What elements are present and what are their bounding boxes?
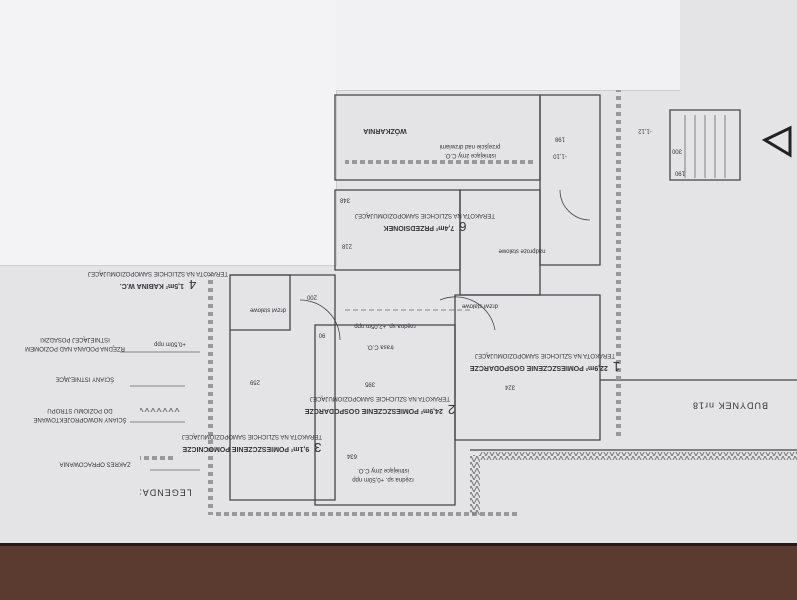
- stairs: [669, 109, 741, 181]
- room-name: 9,1m² POMIESZCZENIE POMOCNICZE: [182, 444, 310, 452]
- door-swing: [439, 296, 496, 331]
- north-arrow-icon: [761, 125, 792, 158]
- door-note: drzwi stalowe: [461, 302, 499, 309]
- overlapping-sheet: [0, 0, 337, 266]
- level-mark: -1,12: [638, 127, 652, 134]
- door-note: drzwi stalowe: [249, 306, 287, 313]
- room-label-6: 6 7,4m² PRZEDSIONEK TERAKOTA NA SZLICHCIE…: [355, 211, 495, 235]
- dimension: 348: [339, 196, 351, 203]
- pipe-note: trasa C.O.: [366, 343, 394, 350]
- legend-item: ZAKRES OPRACOWANIA: [59, 460, 131, 467]
- room-number: 3: [314, 440, 322, 456]
- wc-room: [230, 274, 291, 331]
- room-name: 7,4m² PRZEDSIONEK: [383, 223, 455, 231]
- room-3: [229, 274, 336, 501]
- building-label: BUDYNEK nr18: [691, 400, 769, 411]
- legend-item: ŚCIANY NOWOPROJEKTOWANE: [33, 416, 127, 423]
- dimension: 395: [364, 380, 376, 387]
- legend-level-sample: +0,50m npp: [154, 340, 186, 347]
- note: przejście nad drzwiami: [439, 143, 501, 149]
- legend-title: LEGENDA:: [138, 487, 192, 498]
- room-name: 22,9m² POMIESZCZENIE GOSPODARCZE: [469, 363, 608, 371]
- room-1: [454, 294, 601, 441]
- note-group: rzędna sp. +0,50m npp istniejące żmy C.O…: [352, 466, 414, 482]
- door-swing: [559, 189, 591, 221]
- room-2: [314, 324, 456, 506]
- room-number: 1: [612, 359, 621, 375]
- door-swing: [299, 299, 341, 341]
- building-wall: [470, 379, 797, 451]
- room-label-4: 4 1,5m² KABINA W.C. TERAKOTA NA SZLICHCIE…: [88, 269, 228, 293]
- legend-item-group: ŚCIANY NOWOPROJEKTOWANE DO POZIOMU STROP…: [33, 406, 126, 422]
- dimension: 190: [674, 169, 686, 176]
- legend-item: DO POZIOMU STROPU: [47, 407, 113, 413]
- note: istniejące żmy C.O.: [444, 152, 496, 159]
- dimension: 300: [671, 147, 683, 154]
- room-label-2: 2 24,9m² POMIESZCZENIE GOSPODARCZE TERAKO…: [304, 394, 456, 418]
- room-floor: TERAKOTA NA SZLICHCIE SAMOPOZIOMUJĄCEJ: [182, 433, 322, 440]
- room-floor: TERAKOTA NA SZLICHCIE SAMOPOZIOMUJĄCEJ: [355, 212, 495, 219]
- legend-item: RZĘDNA PODANA NAD POZIOMEM: [25, 345, 125, 352]
- legend-item-group: RZĘDNA PODANA NAD POZIOMEM ISTNIEJĄCEJ P…: [25, 335, 125, 351]
- room-label-1: 1 22,9m² POMIESZCZENIE GOSPODARCZE TERAKO…: [469, 351, 621, 375]
- legend-item: ŚCIANY ISTNIEJĄCE: [55, 375, 115, 382]
- overlapping-sheet-top: [336, 0, 680, 91]
- note-group: istniejące żmy C.O. przejście nad drzwia…: [440, 142, 501, 158]
- entrance: [539, 94, 601, 266]
- room-number: 2: [447, 402, 456, 418]
- level-note: rzędna sp. +0,50m npp: [352, 476, 414, 483]
- dimension: 90: [318, 331, 326, 338]
- dimension: 259: [249, 378, 261, 385]
- dimension: 324: [504, 383, 516, 390]
- room-floor: TERAKOTA NA SZLICHCIE SAMOPOZIOMUJĄCEJ: [310, 395, 450, 402]
- room-floor: TERAKOTA NA SZLICHCIE SAMOPOZIOMUJĄCEJ: [475, 352, 615, 359]
- pipe-note: istniejące żmy C.O.: [357, 467, 409, 473]
- dimension: 218: [341, 242, 353, 249]
- wozkarnia-label: WÓZKARNIA: [363, 127, 407, 135]
- room-number: 6: [459, 219, 467, 235]
- room-label-3: 3 9,1m² POMIESZCZENIE POMOCNICZE TERAKOTA…: [182, 432, 322, 456]
- room-number: 4: [189, 277, 197, 293]
- corridor: [459, 189, 541, 296]
- table-edge: [0, 543, 797, 546]
- level-mark: -1,10: [553, 152, 567, 159]
- legend-newwall-swatch: [140, 408, 180, 412]
- legend-scope-swatch: [140, 455, 175, 461]
- room-floor: TERAKOTA NA SZLICHCIE SAMOPOZIOMUJĄCEJ: [88, 270, 228, 277]
- level-note: rzędna sp. +2,05m npp: [354, 322, 416, 329]
- dimension: 198: [554, 135, 566, 142]
- room-name: 24,9m² POMIESZCZENIE GOSPODARCZE: [304, 406, 443, 414]
- legend-item: ISTNIEJĄCEJ POSADZKI: [40, 336, 110, 342]
- dimension: 634: [346, 452, 358, 459]
- room-name: 1,5m² KABINA W.C.: [119, 281, 185, 289]
- lintel-note: nadproże stalowe: [498, 247, 546, 254]
- dimension: 200: [306, 293, 318, 300]
- floor-plan-drawing: [120, 90, 797, 518]
